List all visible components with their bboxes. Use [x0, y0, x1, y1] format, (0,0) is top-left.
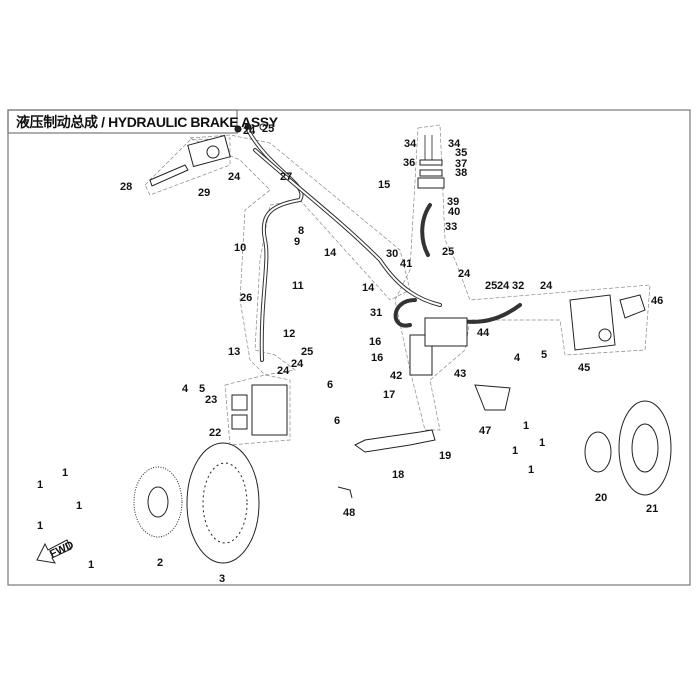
callout-19: 19 — [439, 450, 451, 462]
callout-48: 48 — [343, 507, 355, 519]
callout-37: 37 — [455, 158, 467, 170]
callout-18: 18 — [392, 469, 404, 481]
callout-45: 45 — [578, 362, 590, 374]
callout-9: 9 — [294, 236, 300, 248]
callout-46: 46 — [651, 295, 663, 307]
rear-caliper — [569, 294, 646, 351]
callout-5: 5 — [199, 383, 205, 395]
callout-30: 30 — [386, 248, 398, 260]
callout-21: 21 — [646, 503, 658, 515]
callout-24: 24 — [291, 358, 304, 370]
callout-24: 24 — [497, 280, 510, 292]
brake-hose-loop — [393, 298, 417, 328]
callout-8: 8 — [298, 225, 304, 237]
diagram-title: 液压制动总成 / HYDRAULIC BRAKE ASSY — [16, 114, 279, 130]
callout-1: 1 — [539, 437, 545, 449]
fwd-label: FWD — [48, 539, 76, 560]
front-disc-carrier — [133, 466, 183, 538]
callout-15: 15 — [378, 179, 390, 191]
rear-disc-carrier — [584, 431, 612, 473]
outline-rear-system — [394, 124, 651, 431]
callout-24: 24 — [277, 365, 290, 377]
callout-14: 14 — [324, 247, 337, 259]
callout-3: 3 — [219, 573, 225, 585]
fwd-arrow: FWD — [36, 539, 76, 564]
callout-26: 26 — [240, 292, 252, 304]
callout-44: 44 — [477, 327, 490, 339]
callout-1: 1 — [528, 464, 534, 476]
callout-6: 6 — [327, 379, 333, 391]
callout-24: 24 — [458, 268, 471, 280]
callout-28: 28 — [120, 181, 132, 193]
outline-front-caliper — [224, 374, 291, 446]
callout-35: 35 — [455, 147, 467, 159]
callout-25: 25 — [485, 280, 497, 292]
callout-41: 41 — [400, 258, 412, 270]
callout-20: 20 — [595, 492, 607, 504]
callout-1: 1 — [37, 520, 43, 532]
callout-24: 24 — [243, 125, 256, 137]
callout-1: 1 — [523, 420, 529, 432]
callout-24: 24 — [540, 280, 553, 292]
front-brake-disc — [186, 442, 260, 564]
callout-6: 6 — [334, 415, 340, 427]
callout-27: 27 — [280, 171, 292, 183]
callout-1: 1 — [76, 500, 82, 512]
callout-25: 25 — [442, 246, 454, 258]
outline-master-cylinder — [144, 137, 231, 196]
callout-38: 38 — [455, 167, 467, 179]
rear-brake-disc — [618, 400, 672, 496]
callout-25: 25 — [262, 123, 274, 135]
outline-front-hoses — [189, 134, 411, 376]
callout-1: 1 — [62, 467, 68, 479]
callout-14: 14 — [362, 282, 375, 294]
callout-11: 11 — [292, 280, 304, 292]
callout-16: 16 — [371, 352, 383, 364]
callout-22: 22 — [209, 427, 221, 439]
callout-34: 34 — [448, 138, 461, 150]
brake-pedal — [354, 429, 436, 453]
callout-16: 16 — [369, 336, 381, 348]
callout-1: 1 — [88, 559, 94, 571]
callout-32: 32 — [512, 280, 524, 292]
diagram-frame — [7, 109, 691, 586]
callout-43: 43 — [454, 368, 466, 380]
callout-24: 24 — [228, 171, 241, 183]
callout-10: 10 — [234, 242, 246, 254]
bracket-47 — [474, 384, 511, 411]
callout-25: 25 — [301, 346, 313, 358]
callout-39: 39 — [447, 196, 459, 208]
callout-1: 1 — [37, 479, 43, 491]
front-master-cylinder — [149, 123, 267, 187]
callout-29: 29 — [198, 187, 210, 199]
callout-2: 2 — [157, 557, 163, 569]
callout-23: 23 — [205, 394, 217, 406]
callout-4: 4 — [182, 383, 189, 395]
abs-modulator — [424, 317, 468, 347]
callout-36: 36 — [403, 157, 415, 169]
callout-42: 42 — [390, 370, 402, 382]
title-box — [7, 109, 238, 134]
callout-1: 1 — [512, 445, 518, 457]
callout-17: 17 — [383, 389, 395, 401]
callout-13: 13 — [228, 346, 240, 358]
callout-33: 33 — [445, 221, 457, 233]
brake-hose-rear — [420, 203, 432, 257]
front-caliper — [231, 384, 288, 436]
callout-47: 47 — [479, 425, 491, 437]
callout-4: 4 — [514, 352, 521, 364]
callout-40: 40 — [448, 206, 460, 218]
callout-31: 31 — [370, 307, 382, 319]
callout-5: 5 — [541, 349, 547, 361]
clip-48 — [337, 486, 353, 499]
callout-34: 34 — [404, 138, 417, 150]
callout-12: 12 — [283, 328, 295, 340]
